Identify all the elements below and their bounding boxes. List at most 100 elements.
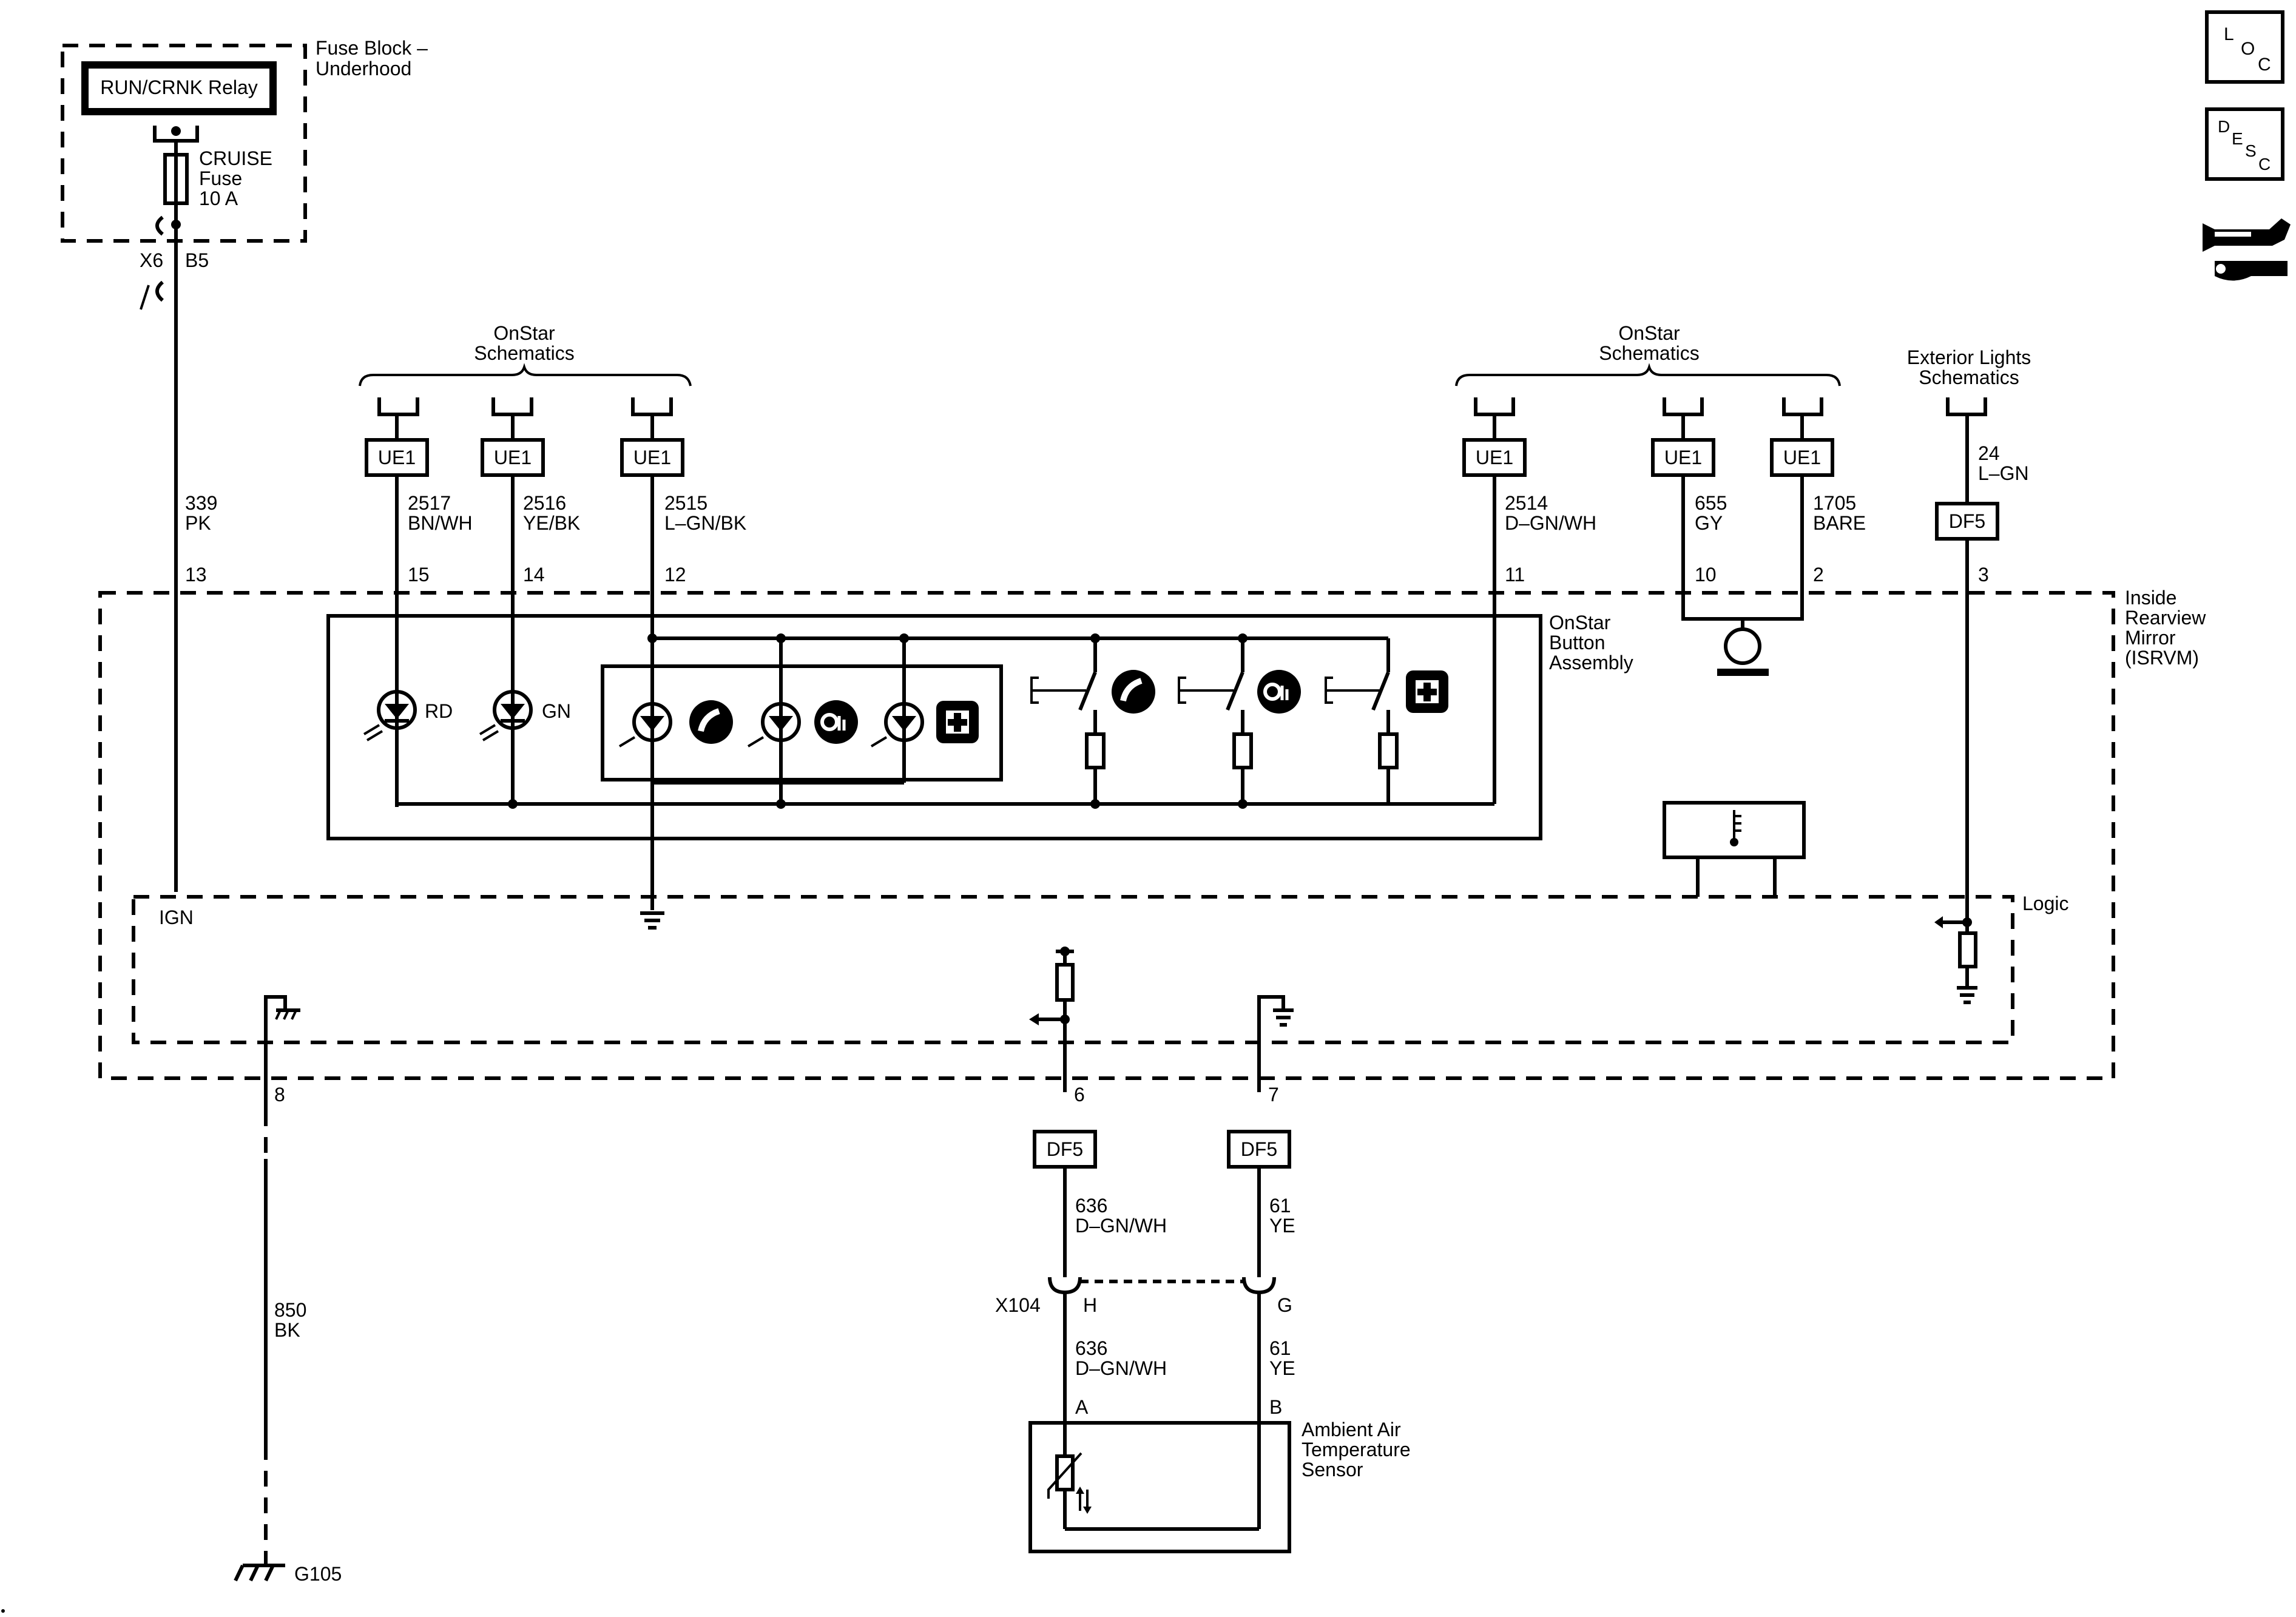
connector-x104: X104 H G [995, 1277, 1292, 1316]
pin-6: 6 [1074, 1084, 1085, 1106]
df5-636: DF5 [1047, 1138, 1083, 1160]
wire-655-color: GY [1695, 512, 1723, 534]
exterior-lights-schematics-ref[interactable]: Exterior Lights Schematics [1907, 346, 2031, 416]
onstar-right-label-1: OnStar [1618, 322, 1680, 344]
isrvm-module: Inside Rearview Mirror (ISRVM) [98, 587, 2206, 1080]
wire-636-number: 636 [1075, 1195, 1107, 1217]
df5-61: DF5 [1241, 1138, 1277, 1160]
wire-850: 8 850 BK G105 [234, 1084, 342, 1585]
pin-8: 8 [274, 1084, 285, 1106]
onstar-button-icon [814, 700, 858, 744]
wire-2517-number: 2517 [408, 492, 451, 514]
wire-61-number: 61 [1269, 1195, 1291, 1217]
wire-2514: UE1 2514 D–GN/WH 11 [1462, 397, 1596, 804]
ext-lights-label-2: Schematics [1919, 366, 2019, 388]
isrvm-label-3: Mirror [2125, 627, 2176, 649]
fuse-block-underhood: Fuse Block – Underhood RUN/CRNK Relay CR… [61, 37, 428, 243]
sensor-label-1: Ambient Air [1302, 1419, 1401, 1440]
loc-letter-c: C [2258, 55, 2271, 75]
wire-339-number: 339 [185, 492, 217, 514]
phone-switch [1030, 638, 1106, 804]
pin-13: 13 [185, 564, 207, 586]
cavity-b5: B5 [185, 249, 209, 271]
desc-letter-c: C [2258, 155, 2271, 174]
ue1-1705: UE1 [1783, 447, 1821, 468]
wire-2517-color: BN/WH [408, 512, 473, 534]
desc-icon[interactable]: D E S C [2205, 107, 2284, 181]
loc-letter-l: L [2224, 24, 2234, 44]
fuse-rating: 10 A [199, 187, 238, 209]
wire-2516-color: YE/BK [523, 512, 580, 534]
pin-11: 11 [1505, 564, 1525, 586]
wire-24-color: L–GN [1978, 462, 2029, 484]
logic-ground-pin8 [264, 995, 300, 1110]
sensor-pin-b: B [1269, 1396, 1282, 1418]
desc-letter-e: E [2232, 129, 2243, 148]
wire-24: DF5 24 L–GN 3 [1935, 414, 2029, 922]
sensor-pin-a: A [1075, 1396, 1089, 1418]
button-assembly-label-3: Assembly [1549, 652, 1633, 673]
onstar-schematics-ref-left[interactable]: OnStar Schematics [359, 322, 692, 387]
ue1-2514: UE1 [1476, 447, 1513, 468]
fuse-word: Fuse [199, 167, 242, 189]
wire-2515-number: 2515 [664, 492, 707, 514]
wire-850-number: 850 [274, 1299, 306, 1321]
led-green-icon [479, 690, 533, 741]
wire-61b-color: YE [1269, 1357, 1295, 1379]
isrvm-label-4: (ISRVM) [2125, 647, 2199, 669]
ext-lights-label-1: Exterior Lights [1907, 346, 2031, 368]
thermistor-icon [1047, 1452, 1092, 1514]
logic-input-24 [1934, 916, 1977, 1004]
logic-sensor-signal [1029, 947, 1075, 1092]
pin-10: 10 [1695, 564, 1717, 586]
emergency-switch-button-icon [1406, 670, 1448, 713]
wire-636-lower: 636 D–GN/WH A [1063, 1292, 1167, 1423]
sensor-label-3: Sensor [1302, 1459, 1363, 1480]
connector-x6: X6 [140, 249, 163, 271]
wire-61: 7 DF5 61 YE [1227, 1084, 1295, 1277]
temperature-display [1663, 801, 1806, 897]
logic-label: Logic [2022, 893, 2069, 914]
isrvm-label-2: Rearview [2125, 607, 2206, 629]
led-green-label: GN [542, 700, 571, 722]
loc-letter-o: O [2241, 39, 2255, 59]
fuse-name: CRUISE [199, 147, 272, 169]
ue1-2515: UE1 [633, 447, 671, 468]
led-red-icon [363, 690, 417, 741]
desc-letter-s: S [2245, 141, 2257, 160]
onstar-button-assembly: OnStar Button Assembly RD GN [326, 612, 1633, 840]
button-assembly-label-1: OnStar [1549, 612, 1611, 633]
chassis-ground-icon [234, 1564, 285, 1582]
backlight-led-2-icon [747, 702, 801, 748]
fuse-block-title-2: Underhood [316, 58, 411, 79]
pin-7: 7 [1268, 1084, 1279, 1106]
wire-61-lower: 61 YE B [1257, 1292, 1295, 1529]
wire-339-color: PK [185, 512, 211, 534]
wire-2514-number: 2514 [1505, 492, 1548, 514]
df5-24: DF5 [1949, 510, 1985, 532]
connector-repair-icon[interactable] [2203, 218, 2291, 281]
wire-655: UE1 655 GY 10 [1651, 397, 1727, 613]
cruise-fuse [163, 149, 189, 224]
wire-339: X6 B5 339 PK 13 [140, 224, 217, 892]
wire-61-color: YE [1269, 1215, 1295, 1237]
pin-15: 15 [408, 564, 430, 586]
wire-2514-color: D–GN/WH [1505, 512, 1596, 534]
loc-icon[interactable]: L O C [2205, 10, 2284, 84]
pin-12: 12 [664, 564, 686, 586]
ue1-2516: UE1 [494, 447, 532, 468]
x104-label: X104 [995, 1294, 1041, 1316]
x104-cavity-g: G [1277, 1294, 1292, 1316]
logic-section: Logic IGN [132, 893, 2069, 1110]
pin-3: 3 [1978, 564, 1989, 586]
onstar-schematics-ref-right[interactable]: OnStar Schematics [1455, 322, 1841, 387]
backlight-led-1-icon [618, 702, 672, 748]
wire-61b-number: 61 [1269, 1337, 1291, 1359]
emergency-switch [1325, 638, 1399, 804]
wire-1705-color: BARE [1813, 512, 1866, 534]
microphone-icon [1681, 613, 1804, 676]
desc-letter-d: D [2218, 117, 2230, 136]
x104-cavity-h: H [1083, 1294, 1097, 1316]
onstar-left-label-2: Schematics [474, 342, 574, 364]
